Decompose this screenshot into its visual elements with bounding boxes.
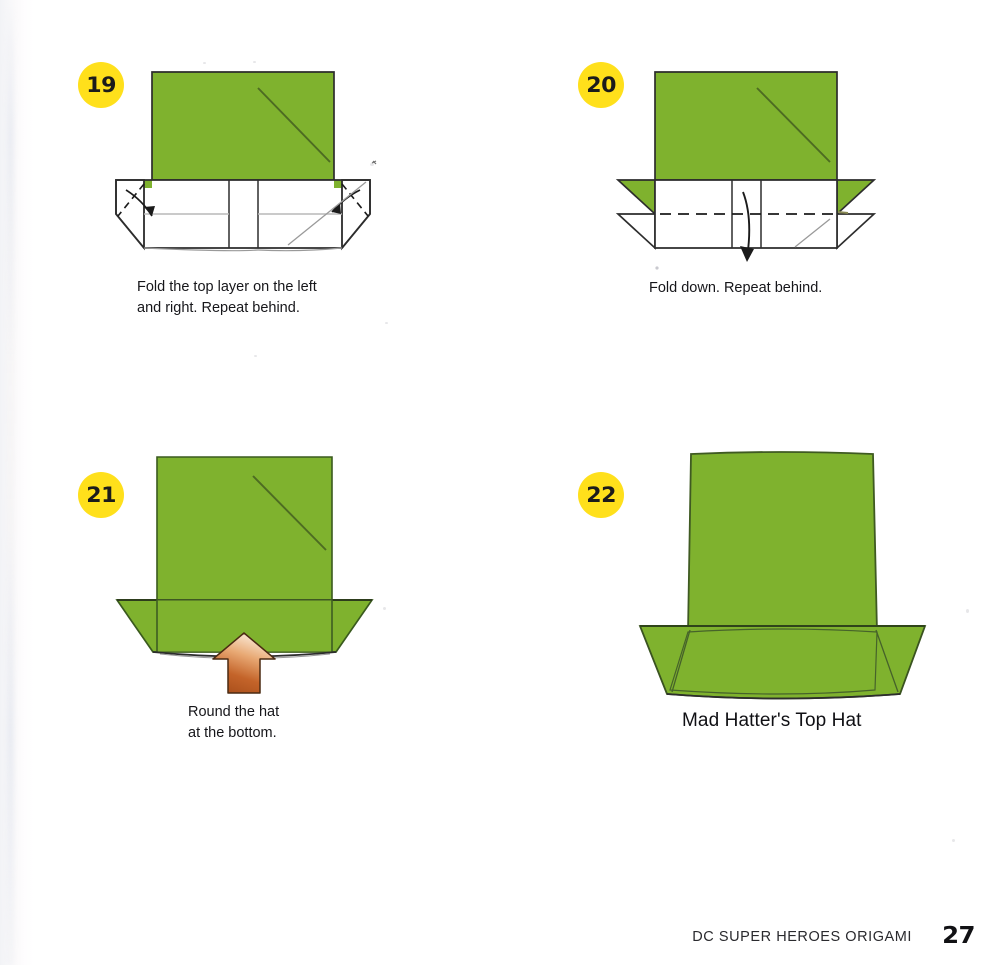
crown-crease-line: [756, 87, 831, 163]
step-badge-20: 20: [578, 62, 624, 108]
brim-right-green-triangle: [836, 179, 877, 216]
step-badge-21: 21: [78, 472, 124, 518]
crown-right-edge-over-brim: [875, 629, 899, 693]
paper-speck: [385, 322, 388, 324]
fold-down-arrow-head: [740, 246, 754, 262]
hat-crown: [151, 71, 335, 181]
step-20-diagram: [615, 71, 877, 270]
brim-bottom-shadow-left: [143, 247, 259, 252]
crown-crease-line: [252, 475, 327, 551]
hat-crown: [687, 451, 878, 633]
paper-speck: [254, 355, 257, 357]
paper-speck: [203, 62, 206, 64]
step-badge-number: 19: [86, 72, 116, 97]
fold-arrow-left-head: [144, 206, 155, 216]
step-22-diagram: [638, 451, 927, 700]
step-22: 22 Mad Hatter's Top Hat: [500, 440, 970, 770]
brim-body-fill: [116, 180, 370, 248]
brim-bottom-curved-edge: [666, 693, 901, 700]
step-badge-19: 19: [78, 62, 124, 108]
crown-left-edge-over-brim: [671, 629, 691, 693]
paper-speck: [383, 607, 386, 610]
brim-center-band: [654, 179, 838, 249]
fold-arrow-right-head: [332, 203, 341, 214]
paper-tick-mark: [371, 160, 377, 165]
right-flap-diagonal-crease: [287, 181, 367, 246]
hat-crown: [654, 71, 838, 181]
step-21: 21: [0, 440, 460, 760]
step-21-diagram: [115, 456, 374, 694]
paper-edge-nib: [837, 211, 849, 214]
step-19: 19: [0, 0, 460, 330]
book-title: DC SUPER HEROES ORIGAMI: [692, 929, 912, 945]
paper-speck: [966, 609, 969, 613]
brim-front-band: [669, 628, 878, 695]
step-20: 20: [500, 0, 970, 330]
step-badge-number: 21: [86, 482, 116, 507]
step-19-caption: Fold the top layer on the left and right…: [137, 279, 317, 317]
brim-bottom-shadow-right: [257, 247, 343, 252]
push-arrow-up: [212, 632, 276, 694]
brim-right-white-triangle: [836, 213, 877, 250]
crown-crease-line: [257, 87, 331, 163]
fold-dashed-line-left: [117, 183, 145, 217]
step-badge-22: 22: [578, 472, 624, 518]
paper-speck: [655, 266, 659, 270]
brim-left-white-triangle: [615, 213, 656, 250]
brim-left-green-triangle: [615, 179, 656, 216]
fold-dashed-line-right: [341, 183, 369, 217]
paper-speck: [253, 61, 256, 63]
paper-speck: [952, 839, 955, 842]
step-19-diagram: [115, 71, 377, 252]
step-21-caption: Round the hat at the bottom.: [188, 704, 280, 742]
page-number: 27: [942, 923, 975, 949]
step-20-caption: Fold down. Repeat behind.: [649, 280, 823, 296]
step-badge-number: 20: [586, 72, 616, 97]
page-footer: DC SUPER HEROES ORIGAMI 27: [0, 905, 1000, 965]
right-band-diagonal-crease: [794, 218, 831, 248]
model-name-label: Mad Hatter's Top Hat: [682, 710, 862, 731]
paper-speck: [370, 163, 374, 166]
step-badge-number: 22: [586, 482, 616, 507]
